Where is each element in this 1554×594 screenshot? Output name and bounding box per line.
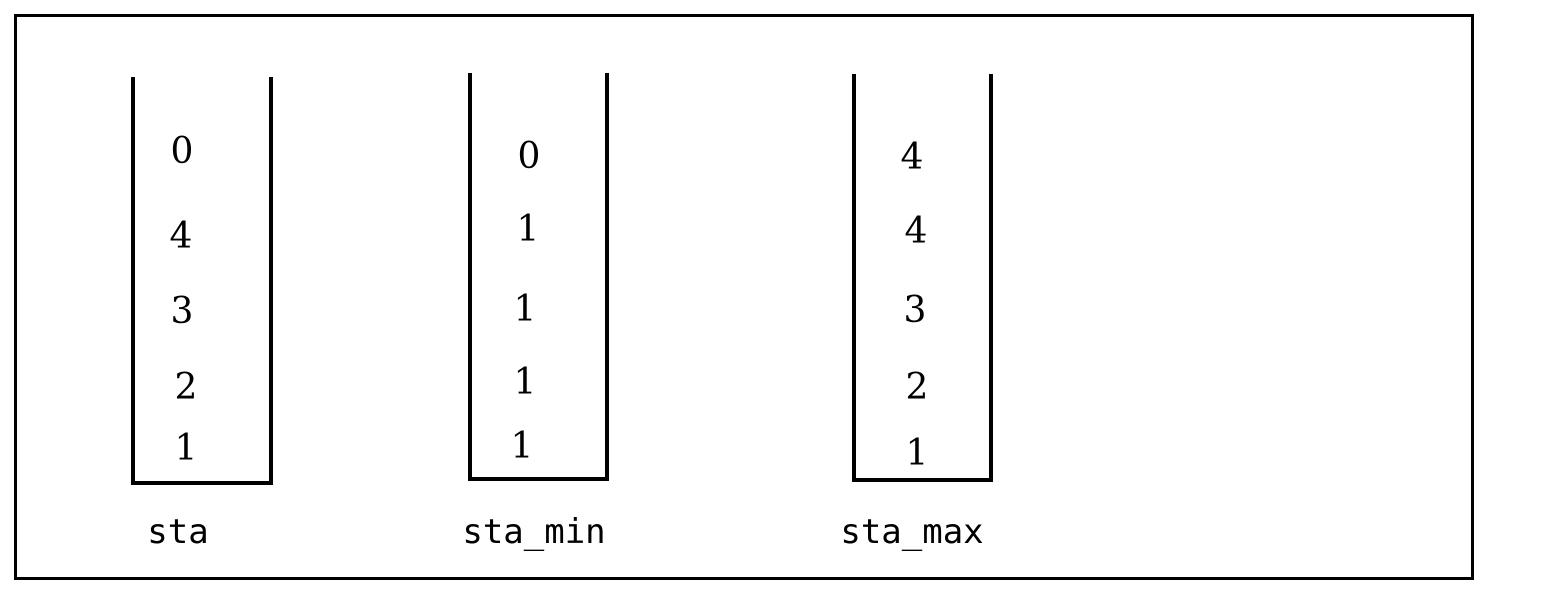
stack-sta-min	[468, 73, 609, 481]
stack-sta-label: sta	[147, 512, 209, 552]
stack-sta-max-cell-2: 4	[904, 211, 928, 252]
stack-sta-min-cell-5: 1	[510, 426, 534, 467]
stack-sta-max-label: sta_max	[840, 512, 984, 552]
stack-sta-cell-2: 4	[169, 216, 193, 257]
stack-sta-min-cell-4: 1	[513, 362, 537, 403]
stack-sta-max-cell-1: 4	[900, 137, 924, 178]
stack-sta-cell-5: 1	[174, 428, 198, 469]
stack-sta-cell-4: 2	[174, 367, 198, 408]
stack-sta-min-cell-1: 0	[517, 136, 541, 177]
stack-sta-max-cell-3: 3	[903, 290, 927, 331]
stack-sta-max	[852, 74, 993, 482]
stack-sta-max-cell-4: 2	[905, 367, 929, 408]
stack-sta-min-cell-2: 1	[516, 209, 540, 250]
stack-sta-cell-3: 3	[170, 291, 194, 332]
stack-sta-min-cell-3: 1	[513, 289, 537, 330]
stack-sta-max-cell-5: 1	[905, 433, 929, 474]
stack-sta-cell-1: 0	[170, 131, 194, 172]
stack-sta-min-label: sta_min	[462, 512, 606, 552]
stack-sta	[131, 77, 273, 485]
diagram-frame	[14, 14, 1474, 580]
